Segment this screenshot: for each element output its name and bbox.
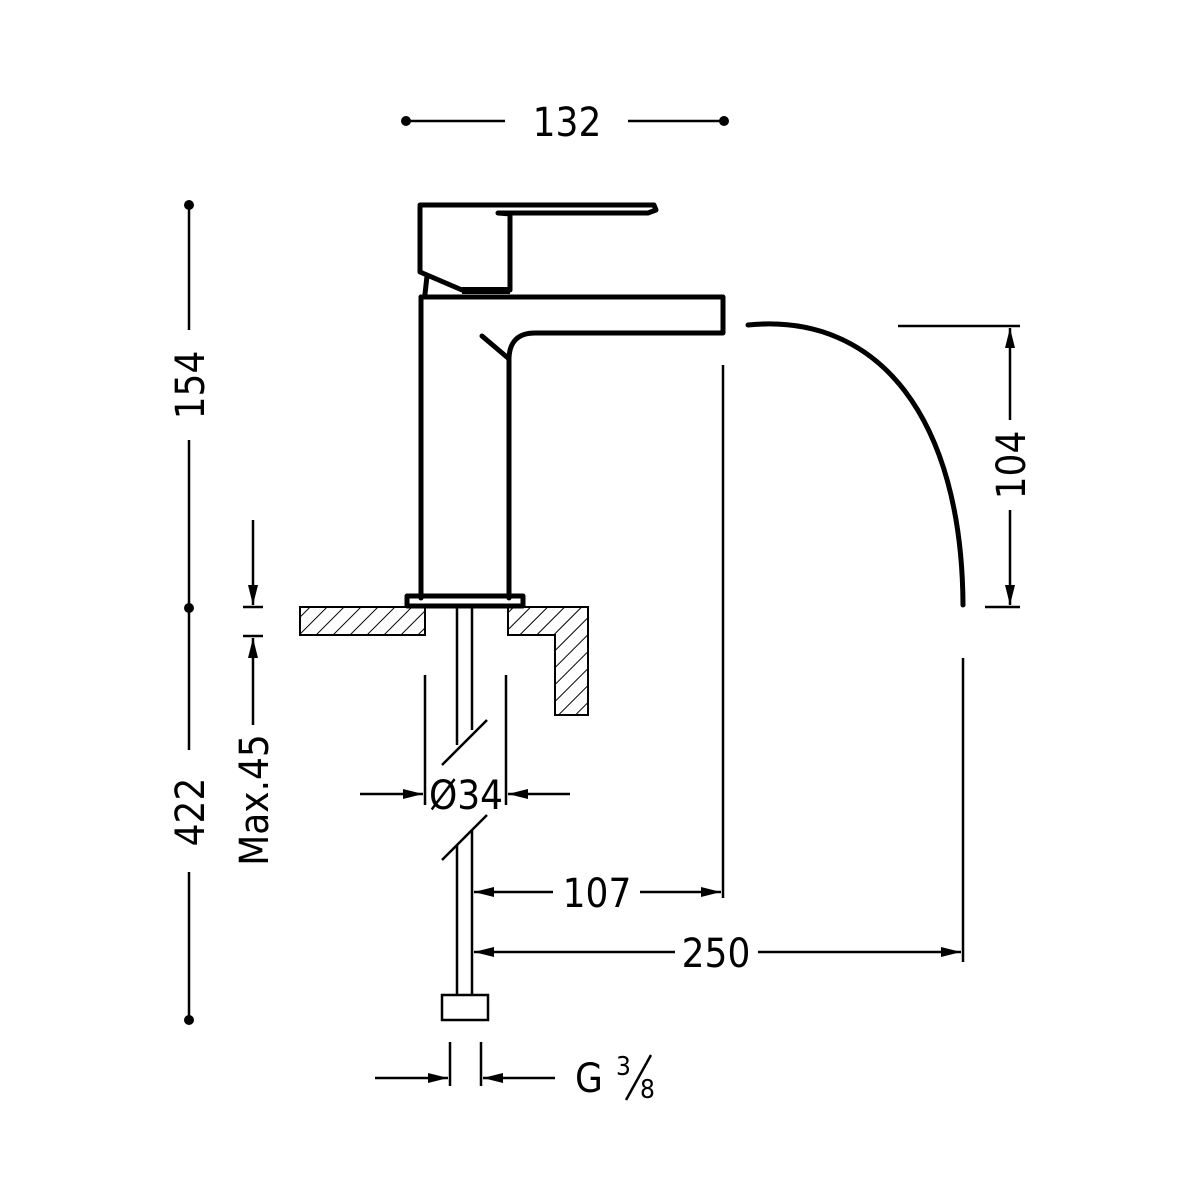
label-hole-diameter: Ø34 [429,773,503,819]
dimension-fall-height: 104 [898,324,1035,609]
label-spout-reach: 107 [563,871,632,917]
label-water-reach: 250 [682,931,751,977]
dimension-top-width: 132 [401,100,729,146]
faucet-body [404,202,726,609]
label-upper-height: 154 [168,351,214,420]
label-fall-height: 104 [989,431,1035,500]
dimension-heights: 154 422 [168,200,214,1025]
dimension-spout-reach: 107 [474,365,725,917]
label-top-width: 132 [533,100,602,146]
countertop-section [299,606,589,716]
supply-hose [440,606,490,1022]
label-connection: G [575,1056,603,1102]
hose-fitting [440,993,490,1022]
dimension-water-reach: 250 [474,658,965,977]
label-connection-denominator: 8 [640,1075,655,1105]
dimension-max-thickness: Max.45 [232,520,278,866]
dimension-connection-thread: G 3 8 [375,1042,655,1105]
label-connection-numerator: 3 [616,1052,631,1082]
label-total-height: 422 [168,778,214,847]
label-max-thickness: Max.45 [232,734,278,866]
dimension-hole-diameter: Ø34 [360,675,570,819]
water-flow-curve [745,321,966,608]
